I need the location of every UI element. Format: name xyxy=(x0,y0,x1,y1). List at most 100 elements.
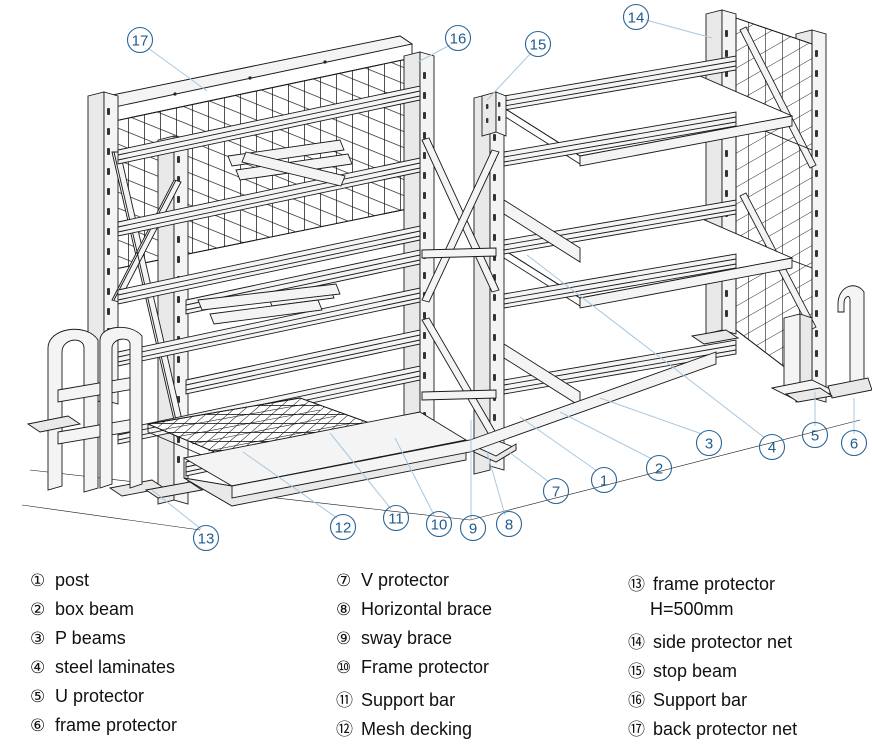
callout-number-2: 2 xyxy=(655,460,663,477)
callout-circle-7 xyxy=(542,477,570,505)
legend-item-label: Support bar xyxy=(653,690,748,710)
callout-number-9: 9 xyxy=(469,520,477,537)
upright-frame-center-front xyxy=(421,93,505,475)
legend-note: H=500mm xyxy=(628,599,797,628)
legend-item-label: Support bar xyxy=(361,690,456,710)
legend-item-number: ① xyxy=(30,571,46,590)
leader-line-7 xyxy=(508,451,550,483)
callout-16: 16 xyxy=(417,24,472,63)
callout-6: 6 xyxy=(840,398,868,457)
callout-number-3: 3 xyxy=(705,435,713,452)
legend-item-label: back protector net xyxy=(653,719,798,739)
callout-15: 15 xyxy=(486,30,552,101)
legend-item-label: P beams xyxy=(55,628,126,648)
legend-item: ⑭ side protector net xyxy=(628,628,797,657)
legend-item-number: ⑬ xyxy=(628,575,645,594)
callout-10: 10 xyxy=(394,437,453,538)
deck-waves xyxy=(159,403,353,452)
callout-circle-15 xyxy=(524,30,552,58)
legend-item-label: frame protector xyxy=(653,574,776,594)
callout-13: 13 xyxy=(151,489,220,552)
legend-item-label: frame protector xyxy=(55,715,178,735)
callout-3: 3 xyxy=(599,397,723,457)
legend-item-number: ⑩ xyxy=(336,658,352,677)
legend-item-number: ⑦ xyxy=(336,571,352,590)
stop-beam xyxy=(481,91,507,137)
callout-14: 14 xyxy=(622,3,713,39)
leader-line-3 xyxy=(599,397,703,435)
legend-item-number: ④ xyxy=(30,658,46,677)
callout-circle-10 xyxy=(425,510,453,538)
legend-item-number: ⑰ xyxy=(628,720,645,739)
legend-item-label: box beam xyxy=(55,599,135,619)
legend-item: ⑦ V protector xyxy=(336,570,492,599)
callout-number-6: 6 xyxy=(850,435,858,452)
leader-line-14 xyxy=(645,19,713,39)
callout-circle-5 xyxy=(801,421,829,449)
support-bars xyxy=(197,139,353,325)
legend-item-label: sway brace xyxy=(361,628,453,648)
legend-item-label: V protector xyxy=(361,570,450,590)
box-beams-right-bay xyxy=(503,55,737,407)
callout-circle-11 xyxy=(382,504,410,532)
callout-8: 8 xyxy=(486,451,523,538)
callout-circle-9 xyxy=(459,514,487,542)
callout-number-7: 7 xyxy=(552,483,560,500)
frame-protector-pipe-left xyxy=(26,326,166,497)
callout-circle-1 xyxy=(590,466,618,494)
legend-item-label: Horizontal brace xyxy=(361,599,493,619)
legend-item-number: ② xyxy=(30,600,46,619)
callout-number-16: 16 xyxy=(450,30,467,47)
leader-line-17 xyxy=(147,47,208,92)
callout-circle-16 xyxy=(444,24,472,52)
leader-line-1 xyxy=(519,416,598,472)
callout-circle-6 xyxy=(840,429,868,457)
callout-number-10: 10 xyxy=(431,516,448,533)
legend-item-label: U protector xyxy=(55,686,145,706)
callout-number-8: 8 xyxy=(505,516,513,533)
leader-line-2 xyxy=(559,411,653,460)
rack-drawing-geometry xyxy=(21,9,872,531)
legend-item-label: side protector net xyxy=(653,632,793,652)
callout-circle-2 xyxy=(645,454,673,482)
legend-item: ② box beam xyxy=(30,599,177,628)
leader-line-16 xyxy=(417,44,451,63)
callout-number-1: 1 xyxy=(600,472,608,489)
callout-17: 17 xyxy=(126,26,208,92)
callout-number-14: 14 xyxy=(628,9,645,26)
horizontal-and-sway-brace-center xyxy=(421,137,500,441)
callout-9: 9 xyxy=(459,420,487,542)
callout-circle-3 xyxy=(695,429,723,457)
callout-number-5: 5 xyxy=(811,427,819,444)
leader-line-11 xyxy=(329,432,392,510)
callout-number-15: 15 xyxy=(530,36,547,53)
callout-circle-13 xyxy=(192,524,220,552)
bottom-front-rail xyxy=(231,351,717,499)
legend-item-number: ⑤ xyxy=(30,687,46,706)
callout-circle-8 xyxy=(495,510,523,538)
callout-number-12: 12 xyxy=(335,519,352,536)
callout-12: 12 xyxy=(242,451,357,541)
callout-1: 1 xyxy=(519,416,618,494)
callout-number-13: 13 xyxy=(198,530,215,547)
legend-item-number: ⑪ xyxy=(336,691,353,710)
legend-item: ⑤ U protector xyxy=(30,686,177,715)
callout-number-11: 11 xyxy=(388,510,404,527)
legend-item-number: ⑧ xyxy=(336,600,352,619)
callout-5: 5 xyxy=(801,392,829,449)
legend-item: ⑰ back protector net xyxy=(628,715,797,744)
legend-item-number: ⑭ xyxy=(628,633,645,652)
legend-item-label: Frame protector xyxy=(361,657,490,677)
leader-line-15 xyxy=(486,52,532,101)
legend-item-number: ⑮ xyxy=(628,662,645,681)
legend-item: ⑪ Support bar xyxy=(336,686,492,715)
